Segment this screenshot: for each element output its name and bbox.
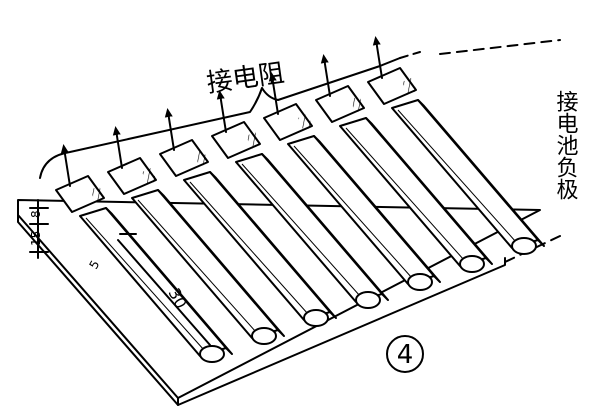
wire-arrow: [216, 90, 227, 133]
solder-joint: [251, 327, 277, 345]
wire-arrow: [164, 108, 175, 151]
resistor-bracket: [39, 57, 401, 179]
strip-edge: [209, 171, 337, 319]
bracket-dashed-end: [399, 51, 421, 59]
wire-arrow: [372, 36, 383, 79]
dimension-8: 8: [29, 210, 43, 218]
strip-edge: [157, 189, 285, 337]
solder-joint: [511, 237, 537, 255]
strip-edge: [313, 135, 441, 283]
strip-shade-line: [345, 127, 465, 261]
wire-arrow: [60, 144, 71, 187]
strip: [159, 108, 337, 327]
base-board-edge-right: [177, 257, 506, 406]
strip-shade-line: [137, 199, 257, 333]
strip-shade-line: [189, 181, 309, 315]
strip-edge: [417, 99, 545, 247]
strip-tab-hatch: [90, 185, 105, 203]
strip: [211, 90, 389, 309]
strip-tab-hatch: [350, 95, 365, 113]
strips-group: [55, 36, 545, 363]
base-board-edge: [17, 214, 179, 406]
strip-tab-hatch: [402, 77, 417, 95]
strip-tab-hatch: [141, 167, 157, 185]
strip: [315, 54, 493, 273]
solder-joint: [459, 255, 485, 273]
strip-shade-line: [293, 145, 413, 279]
solder-joint: [199, 345, 225, 363]
wire-arrow: [268, 72, 279, 115]
solder-joint: [303, 309, 329, 327]
label-battery-negative: 接电池负极: [553, 90, 579, 200]
wire-arrow: [320, 54, 331, 97]
strip-edge: [365, 117, 493, 265]
solder-joint: [355, 291, 381, 309]
strip-shade-line: [397, 109, 517, 243]
strip: [367, 36, 545, 255]
strip: [263, 72, 441, 291]
figure-number: 4: [397, 340, 414, 370]
strip-shade-line: [85, 217, 205, 351]
strip-edge: [105, 207, 233, 355]
dashed-extension-front: [504, 235, 561, 263]
dashed-extension-back: [439, 39, 561, 55]
strip: [55, 144, 233, 363]
strip-shade-line: [241, 163, 361, 297]
wire-arrow: [112, 126, 123, 169]
figure-number-circle: [386, 335, 424, 373]
strip-edge: [261, 153, 389, 301]
strip-tab-hatch: [194, 149, 209, 167]
strip-tab-hatch: [298, 113, 313, 131]
solder-joint: [407, 273, 433, 291]
dimension-15: 15: [29, 231, 43, 246]
strip: [107, 126, 285, 345]
strip-tab-hatch: [246, 131, 261, 149]
